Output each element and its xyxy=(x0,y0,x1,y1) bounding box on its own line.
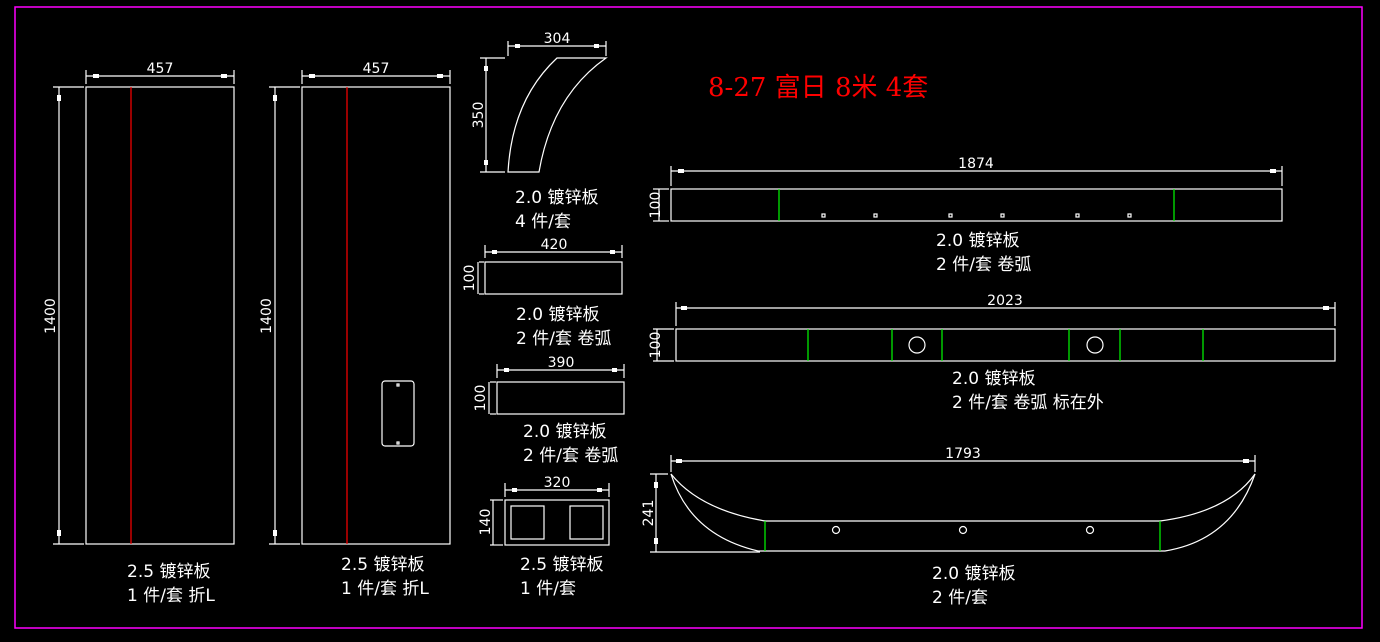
part-arc-bracket[interactable]: 304 350 2.0 镀锌板 4 件/套 xyxy=(471,31,608,232)
material-note: 2.0 镀锌板 xyxy=(516,305,599,325)
mounting-holes xyxy=(821,213,1132,218)
width-dimension: 2023 xyxy=(675,293,1336,326)
round-hole-left xyxy=(908,336,926,354)
curved-top-edge xyxy=(670,473,1256,522)
strip-outline xyxy=(496,381,625,415)
material-note: 2.5 镀锌板 xyxy=(520,555,603,575)
curved-bottom-edge xyxy=(670,473,1256,552)
width-dim-text: 320 xyxy=(544,475,571,491)
strip-outline xyxy=(670,188,1283,222)
height-dim-text: 241 xyxy=(641,500,657,527)
part-strip-1874[interactable]: 1874 100 2.0 镀锌板 2 件/套 卷弧 xyxy=(648,156,1283,275)
height-dim-text: 100 xyxy=(648,192,664,219)
plate-cutout-right xyxy=(569,505,604,540)
width-dimension: 320 xyxy=(504,475,610,497)
material-note: 2.0 镀锌板 xyxy=(523,422,606,442)
part-strip-390[interactable]: 390 100 2.0 镀锌板 2 件/套 卷弧 xyxy=(473,355,625,466)
part-panel-right[interactable]: 457 1400 2.5 镀锌板 1 件/套 折L xyxy=(259,61,451,599)
width-dimension: 1793 xyxy=(670,446,1256,472)
width-dim-text: 2023 xyxy=(987,293,1023,309)
height-dim-text: 1400 xyxy=(43,298,59,334)
width-dim-text: 1874 xyxy=(958,156,994,172)
hole xyxy=(958,525,968,535)
quantity-note: 2 件/套 卷弧 xyxy=(936,255,1031,275)
height-dimension: 100 xyxy=(462,261,484,295)
hole xyxy=(1000,213,1005,218)
panel-outline xyxy=(85,86,235,545)
plate-outline xyxy=(504,499,610,546)
height-dimension: 100 xyxy=(473,381,496,415)
hole xyxy=(948,213,953,218)
part-plate-320[interactable]: 320 140 2.5 镀锌板 1 件/套 xyxy=(478,475,610,599)
width-dimension: 304 xyxy=(507,31,607,56)
panel-outline xyxy=(301,86,451,545)
hole xyxy=(1075,213,1080,218)
width-dimension: 1874 xyxy=(670,156,1283,186)
cutout-hole-bottom xyxy=(396,441,400,445)
hole xyxy=(873,213,878,218)
drawing-frame xyxy=(14,6,1363,629)
quantity-note: 2 件/套 xyxy=(932,588,988,608)
round-hole-right xyxy=(1086,336,1104,354)
width-dim-text: 1793 xyxy=(945,446,981,462)
part-strip-420[interactable]: 420 100 2.0 镀锌板 2 件/套 卷弧 xyxy=(462,237,623,349)
height-dim-text: 140 xyxy=(478,509,494,536)
strip-outline xyxy=(484,261,623,295)
quantity-note: 2 件/套 卷弧 标在外 xyxy=(952,393,1104,413)
height-dim-text: 1400 xyxy=(259,298,275,334)
width-dim-text: 420 xyxy=(541,237,568,253)
plate-cutout-left xyxy=(510,505,545,540)
quantity-note: 2 件/套 卷弧 xyxy=(523,446,618,466)
hole xyxy=(821,213,826,218)
height-dimension: 140 xyxy=(478,499,503,546)
cutout-window xyxy=(381,380,415,447)
width-dim-text: 457 xyxy=(147,61,174,77)
height-dimension: 241 xyxy=(641,473,760,553)
arc-bracket-outline xyxy=(507,57,608,173)
height-dim-text: 350 xyxy=(471,102,487,129)
part-strip-2023[interactable]: 2023 100 2.0 镀锌板 2 件/套 卷弧 标在外 xyxy=(648,293,1336,413)
quantity-note: 1 件/套 折L xyxy=(341,579,429,599)
width-dim-text: 457 xyxy=(363,61,390,77)
part-curved-1793[interactable]: 1793 241 2.0 镀锌板 2 件/套 xyxy=(641,446,1256,608)
height-dim-text: 100 xyxy=(473,385,489,412)
width-dimension: 457 xyxy=(301,61,451,84)
quantity-note: 2 件/套 卷弧 xyxy=(516,329,611,349)
quantity-note: 1 件/套 xyxy=(520,579,576,599)
height-dimension: 100 xyxy=(648,328,674,362)
material-note: 2.5 镀锌板 xyxy=(127,562,210,582)
strip-outline xyxy=(675,328,1336,362)
drawing-title: 8-27 富日 8米 4套 xyxy=(708,73,928,103)
height-dimension: 350 xyxy=(471,57,505,173)
material-note: 2.0 镀锌板 xyxy=(932,564,1015,584)
height-dim-text: 100 xyxy=(462,265,478,292)
width-dim-text: 390 xyxy=(548,355,575,371)
material-note: 2.0 镀锌板 xyxy=(515,188,598,208)
hole xyxy=(831,525,841,535)
part-panel-left[interactable]: 457 1400 2.5 镀锌板 1 件/套 折L xyxy=(43,61,235,606)
width-dimension: 457 xyxy=(85,61,235,84)
hole xyxy=(1085,525,1095,535)
height-dim-text: 100 xyxy=(648,332,664,359)
quantity-note: 1 件/套 折L xyxy=(127,586,215,606)
quantity-note: 4 件/套 xyxy=(515,212,571,232)
width-dim-text: 304 xyxy=(544,31,571,47)
width-dimension: 390 xyxy=(496,355,625,378)
width-dimension: 420 xyxy=(484,237,623,258)
hole xyxy=(1127,213,1132,218)
material-note: 2.0 镀锌板 xyxy=(952,369,1035,389)
material-note: 2.5 镀锌板 xyxy=(341,555,424,575)
cutout-hole-top xyxy=(396,383,400,387)
height-dimension: 100 xyxy=(648,188,669,222)
height-dimension: 1400 xyxy=(259,86,300,545)
height-dimension: 1400 xyxy=(43,86,84,545)
material-note: 2.0 镀锌板 xyxy=(936,231,1019,251)
